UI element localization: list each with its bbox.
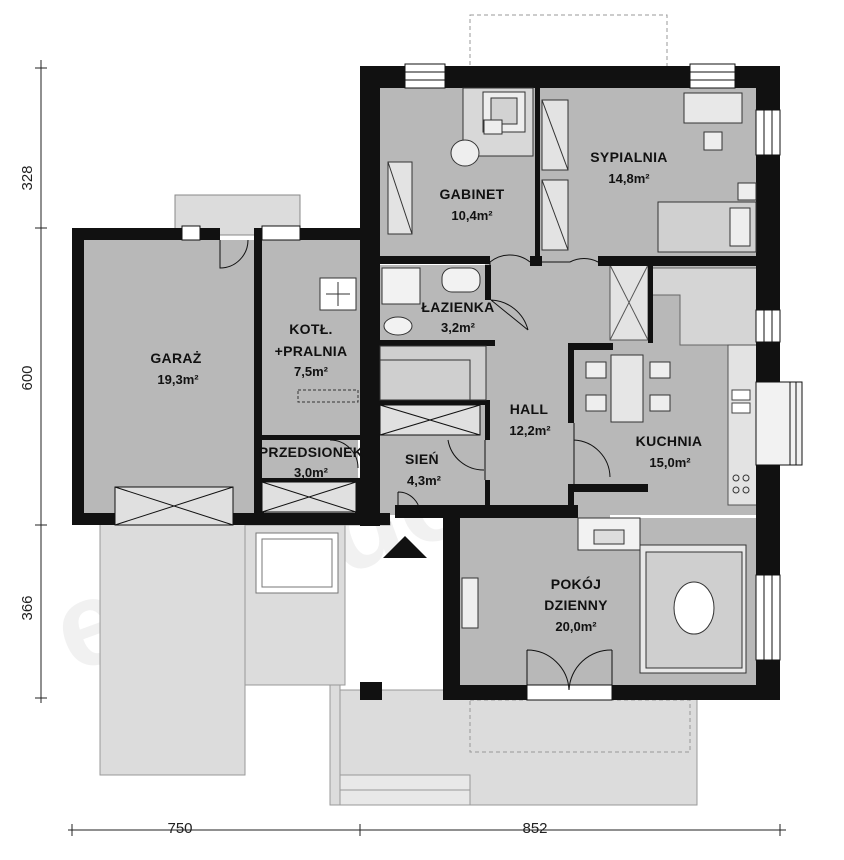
entry-area: 4,3m² (407, 473, 442, 488)
hall-area: 12,2m² (509, 423, 551, 438)
kitchen-area: 15,0m² (649, 455, 691, 470)
garage-area: 19,3m² (157, 372, 199, 387)
bedroom-name: SYPIALNIA (590, 149, 667, 165)
dim-left-bottom: 366 (19, 595, 36, 620)
vestibule-name: PRZEDSIONEK (259, 444, 363, 460)
bathroom-name: ŁAZIENKA (421, 299, 494, 315)
office-name: GABINET (439, 186, 504, 202)
living-name-2: DZIENNY (544, 597, 608, 613)
dim-left-middle: 600 (19, 365, 36, 390)
boiler-area: 7,5m² (294, 364, 329, 379)
hall-name: HALL (510, 401, 549, 417)
entry-name: SIEŃ (405, 451, 439, 467)
dimension-lines (35, 60, 786, 836)
living-area: 20,0m² (555, 619, 597, 634)
kitchen-name: KUCHNIA (636, 433, 703, 449)
dining-table (610, 354, 644, 423)
garage-name: GARAŻ (150, 350, 201, 366)
bathroom-area: 3,2m² (441, 320, 476, 335)
bedroom-area: 14,8m² (608, 171, 650, 186)
dim-bottom-right: 852 (522, 820, 547, 837)
doors (219, 239, 613, 691)
walls (72, 66, 780, 700)
dim-left-top: 328 (19, 165, 36, 190)
room-labels: GARAŻ 19,3m² KOTŁ. +PRALNIA 7,5m² PRZEDS… (150, 149, 702, 634)
living-name-1: POKÓJ (551, 575, 602, 592)
dimension-labels: 328 600 366 750 852 (19, 165, 548, 837)
coffee-table (673, 581, 715, 635)
windows (114, 63, 803, 701)
boiler-name-2: +PRALNIA (275, 343, 348, 359)
vestibule-area: 3,0m² (294, 465, 329, 480)
dim-bottom-left: 750 (167, 820, 192, 837)
kitchen-counters (609, 264, 761, 506)
entrance-arrow-icon (383, 536, 427, 558)
boiler-name-1: KOTŁ. (289, 321, 333, 337)
office-area: 10,4m² (451, 208, 493, 223)
furniture (297, 87, 757, 674)
